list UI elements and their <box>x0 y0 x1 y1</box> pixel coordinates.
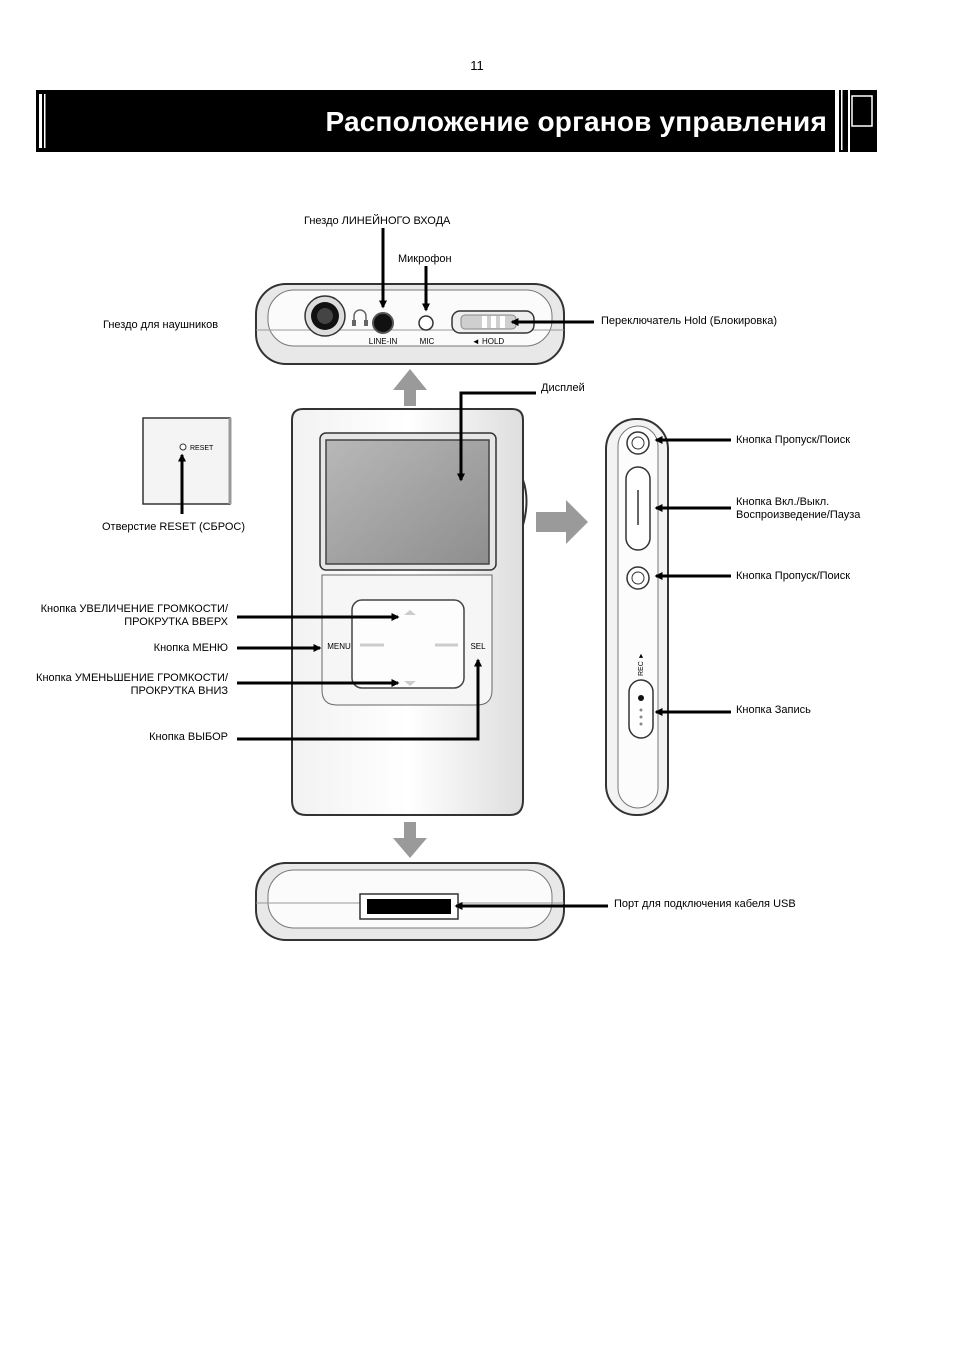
page-number: 11 <box>470 58 484 73</box>
label-select-button: Кнопка ВЫБОР <box>149 731 228 743</box>
label-menu-button: Кнопка МЕНЮ <box>153 642 228 654</box>
label-power-play-pause-2: Воспроизведение/Пауза <box>736 509 861 521</box>
label-volume-up-1: Кнопка УВЕЛИЧЕНИЕ ГРОМКОСТИ/ <box>40 603 228 615</box>
reset-marking: RESET <box>190 445 214 452</box>
sel-marking: SEL <box>470 642 486 651</box>
label-volume-down-2: ПРОКРУТКА ВНИЗ <box>130 685 228 697</box>
side-view <box>605 418 669 816</box>
label-hold-switch: Переключатель Hold (Блокировка) <box>601 315 778 327</box>
label-reset-hole: Отверстие RESET (СБРОС) <box>102 521 246 533</box>
headphone-icon <box>352 309 368 326</box>
line-in-marking: LINE-IN <box>369 337 398 346</box>
label-line-in-jack: Гнездо ЛИНЕЙНОГО ВХОДА <box>304 215 451 227</box>
page-title: Расположение органов управления <box>325 106 827 137</box>
reset-inset <box>142 417 232 505</box>
label-record: Кнопка Запись <box>736 704 811 716</box>
label-usb-port: Порт для подключения кабеля USB <box>614 898 796 910</box>
bottom-view <box>255 862 565 941</box>
label-skip-search-bottom: Кнопка Пропуск/Поиск <box>736 570 851 582</box>
hold-marking: ◄ HOLD <box>472 337 505 346</box>
top-view <box>255 283 565 365</box>
label-power-play-pause-1: Кнопка Вкл./Выкл. <box>736 496 830 508</box>
label-volume-down-1: Кнопка УМЕНЬШЕНИЕ ГРОМКОСТИ/ <box>36 672 228 684</box>
label-display: Дисплей <box>541 382 585 394</box>
mic-marking: MIC <box>420 337 435 346</box>
arrow-icon <box>536 500 588 544</box>
menu-marking: MENU <box>327 642 351 651</box>
callout-lines <box>178 228 731 910</box>
front-view <box>291 408 528 816</box>
title-bar: Расположение органов управления <box>36 90 877 152</box>
arrow-icon <box>393 369 427 406</box>
label-volume-up-2: ПРОКРУТКА ВВЕРХ <box>124 616 228 628</box>
label-skip-search-top: Кнопка Пропуск/Поиск <box>736 434 851 446</box>
label-headphone-jack: Гнездо для наушников <box>103 319 219 331</box>
label-microphone: Микрофон <box>398 253 452 265</box>
rec-marking: REC ► <box>638 652 645 676</box>
arrow-icon <box>393 822 427 858</box>
title-bar-decor <box>39 90 873 152</box>
